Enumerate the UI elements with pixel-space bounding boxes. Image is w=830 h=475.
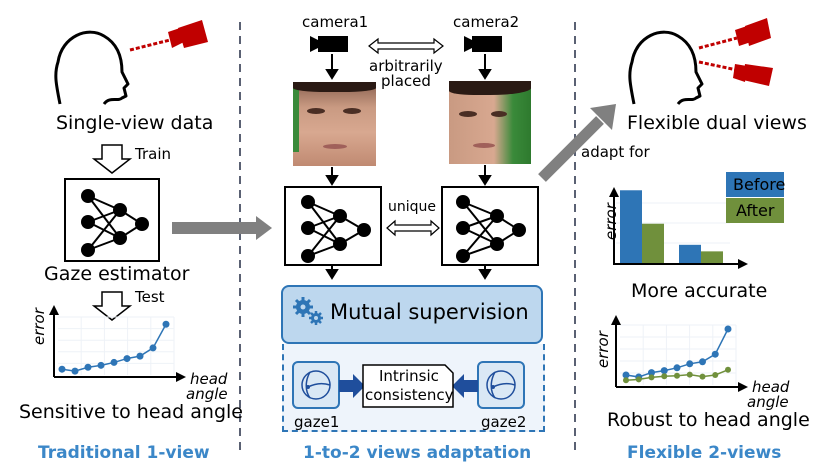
data-point [661,373,668,380]
data-point [711,350,719,358]
train-arrow-icon [91,144,133,174]
data-point [84,363,92,371]
camera2-icon [464,36,502,52]
left-error-chart [49,305,186,382]
data-point [110,358,118,366]
y-axis-arrowhead [609,187,619,197]
data-point [149,344,157,352]
gaze1-sphere-icon [292,361,340,409]
camera-beam-icon [129,20,208,52]
legend-before [726,172,784,197]
gaze-estimator-network-icon [64,178,160,262]
face-image-camera1 [293,82,376,166]
adapt-for-arrow-icon [538,104,616,182]
down-arrows [325,54,492,280]
gears-icon [293,297,323,325]
network1-icon [284,186,382,266]
section-title-flexible: Flexible 2-views [627,443,782,463]
face-image-camera2 [449,81,531,164]
right-error-chart [611,315,748,392]
section-title-adaptation: 1-to-2 views adaptation [303,443,532,463]
data-point [686,371,693,378]
bar-error-chart [609,187,748,269]
data-point [162,320,170,328]
consistency-label: consistency [365,386,454,404]
camera2-label: camera2 [453,13,520,31]
x-axis-arrowhead [176,372,186,382]
data-point [686,360,694,368]
data-point [136,352,144,360]
more-accurate-caption: More accurate [631,280,768,302]
y-axis-arrowhead [49,305,59,315]
x-axis-arrowhead [738,382,748,392]
unique-label: unique [388,199,437,215]
train-label: Train [135,145,171,163]
dual-camera-beams-icon [698,18,773,86]
data-point [724,325,732,333]
data-point [622,371,630,379]
y-axis-arrowhead [611,315,621,325]
network2-icon [441,186,539,266]
legend-before-label: Before [733,175,786,194]
bar-chart-ylabel: error [602,203,620,240]
robust-caption: Robust to head angle [607,409,810,431]
right-chart-xlabel-head: head [752,378,790,396]
data-point [623,377,629,384]
data-point [71,367,79,375]
gaze2-sphere-icon [477,361,525,409]
arbitrary-placement-double-arrow-icon [368,37,444,55]
data-point [712,372,719,378]
adapt-for-label: adapt for [581,143,650,161]
camera1-label: camera1 [302,13,369,31]
left-chart-xlabel-angle: angle [186,385,228,403]
unique-double-arrow-icon [386,219,440,237]
gaze1-to-consistency-arrow-icon [339,374,365,398]
data-point [635,376,642,383]
intrinsic-label: Intrinsic [379,367,439,385]
head-silhouette-icon [54,30,130,106]
flexible-dual-views-label: Flexible dual views [627,112,807,134]
legend-after [726,198,784,223]
head-silhouette-dual-icon [628,30,704,106]
right-chart-ylabel: error [594,331,612,368]
data-point [699,373,706,380]
test-arrow-icon [91,291,133,321]
arbitrarily-label: arbitrarily [369,57,443,75]
bar-after [642,223,664,263]
flow-arrow-right-icon [172,216,272,240]
consistency-doc-box [362,364,454,408]
chart-grid [58,316,175,375]
mutual-supervision-box [281,285,543,344]
left-chart-xlabel-head: head [190,370,228,388]
left-chart-ylabel: error [30,308,48,345]
legend-after-label: After [736,201,775,220]
data-point [648,369,655,377]
bar-before [679,244,701,263]
bar-after [701,251,723,263]
section-title-traditional: Traditional 1-view [38,443,210,463]
data-point [725,366,731,373]
data-point [648,374,655,381]
x-axis-arrowhead [738,259,748,269]
data-point [660,367,668,375]
data-point [674,372,680,379]
gaze2-label: gaze2 [481,413,527,431]
placed-label: placed [381,72,431,90]
gaze-estimator-label: Gaze estimator [44,263,190,285]
right-chart-xlabel-angle: angle [747,393,789,411]
gaze2-to-consistency-arrow-icon [452,374,478,398]
single-view-data-label: Single-view data [56,112,214,134]
camera1-icon [310,36,348,52]
mutual-supervision-label: Mutual supervision [330,300,529,324]
test-label: Test [135,288,165,306]
data-point [58,365,66,373]
data-point [699,358,706,366]
data-point [123,355,131,363]
data-point [673,364,681,372]
sensitive-caption: Sensitive to head angle [19,401,243,423]
gaze1-label: gaze1 [294,413,340,431]
bar-before [620,190,642,263]
data-point [97,361,105,369]
